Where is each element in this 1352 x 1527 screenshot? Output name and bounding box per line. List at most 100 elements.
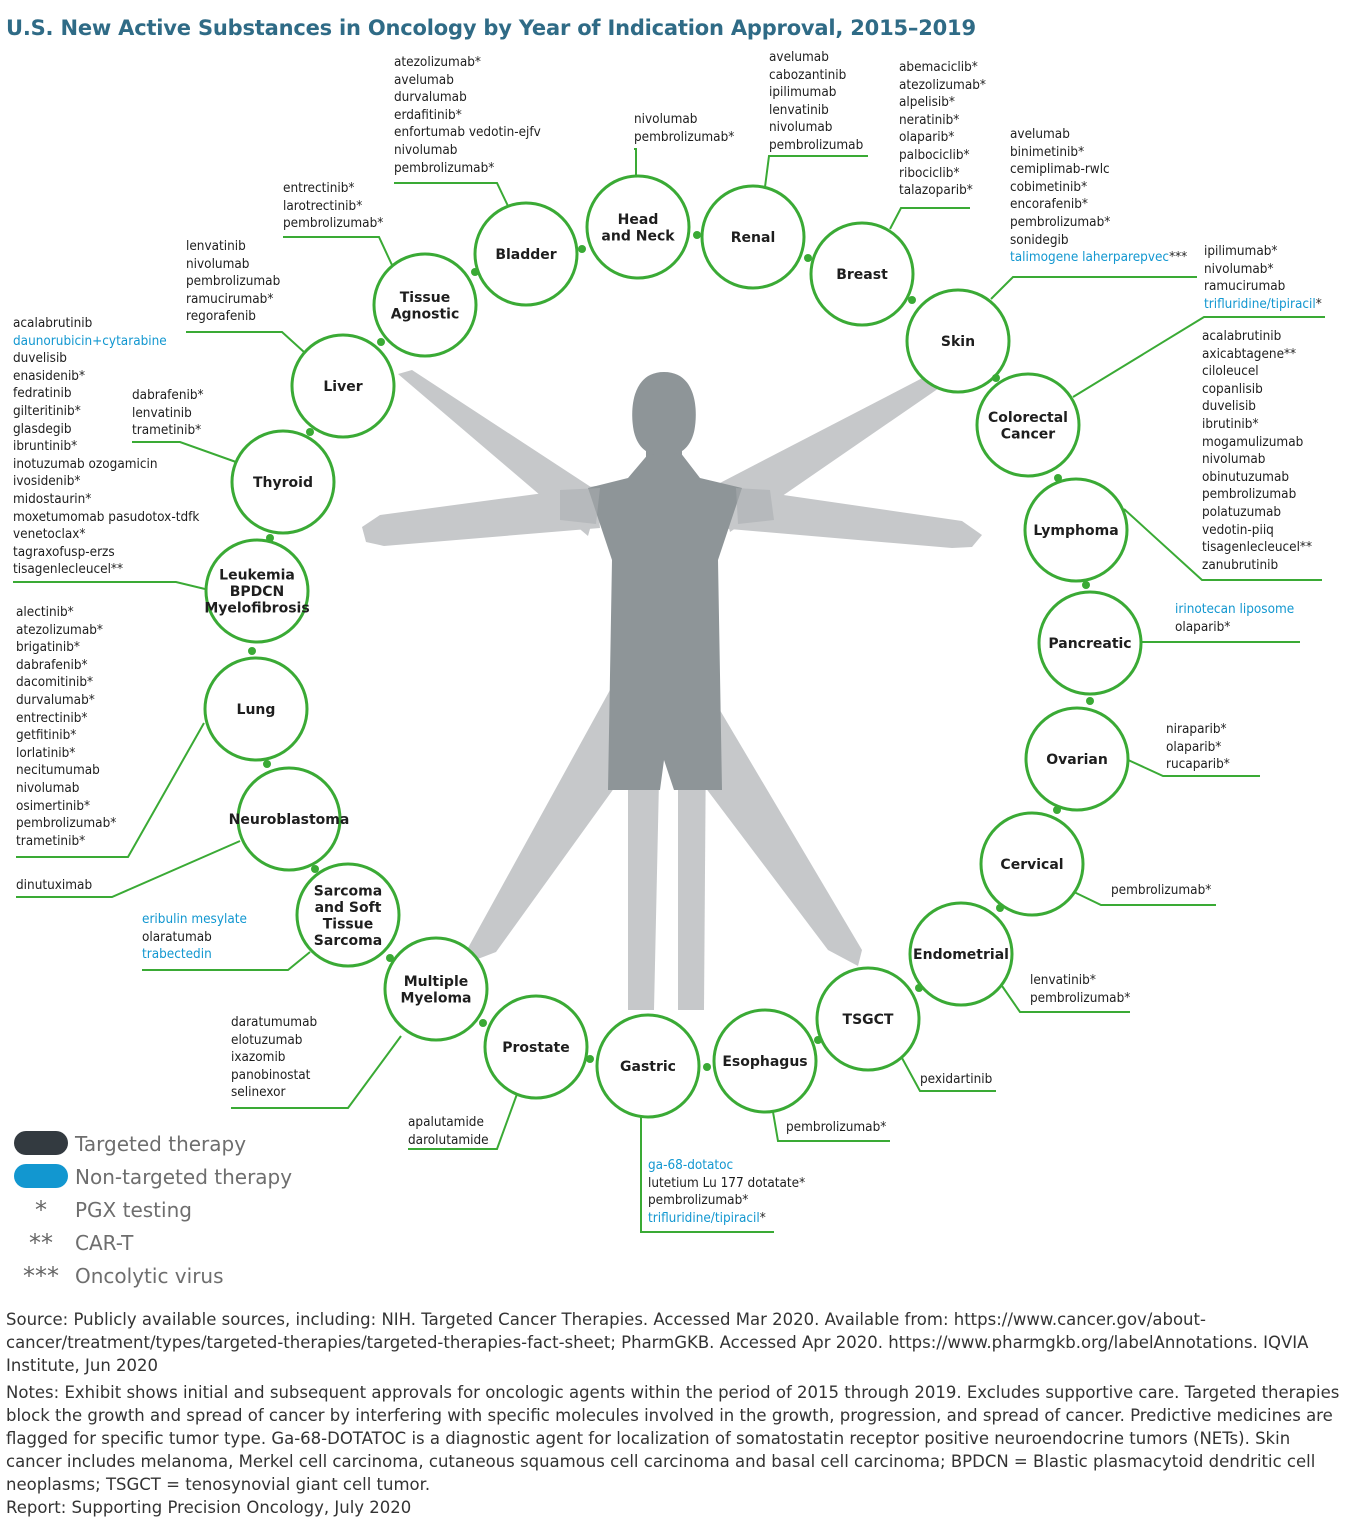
drug-item: nivolumab bbox=[394, 142, 541, 160]
drug-name-targeted: lenvatinib bbox=[186, 239, 246, 254]
drug-item: inotuzumab ozogamicin bbox=[13, 456, 199, 474]
category-circle-thyroid: Thyroid bbox=[230, 429, 336, 535]
drug-item: dabrafenib* bbox=[16, 657, 116, 675]
figure-arm-flat-right bbox=[718, 486, 982, 548]
drug-name-targeted: acalabrutinib bbox=[13, 316, 93, 331]
drug-list-neuro: dinutuximab bbox=[16, 877, 92, 895]
drug-item: trifluridine/tipiracil* bbox=[648, 1210, 805, 1228]
drug-name-targeted: larotrectinib* bbox=[283, 198, 363, 214]
figure-leg-down-right bbox=[678, 735, 706, 1010]
drug-item: olaratumab bbox=[142, 929, 247, 947]
drug-list-endometrial: lenvatinib*pembrolizumab* bbox=[1030, 972, 1130, 1007]
drug-item: pembrolizumab bbox=[769, 137, 863, 155]
drug-name-targeted: pexidartinib bbox=[920, 1072, 993, 1087]
drug-item: gilteritinib* bbox=[13, 403, 199, 421]
ring-joint-dot bbox=[908, 296, 916, 304]
drug-name-targeted: tisagenlecleucel** bbox=[1202, 540, 1313, 556]
category-circle-prostate: Prostate bbox=[483, 994, 589, 1100]
drug-name-targeted: abemaciclib* bbox=[899, 60, 978, 75]
connector-neuro bbox=[16, 840, 241, 898]
drug-name-targeted: acalabrutinib bbox=[1202, 329, 1282, 344]
category-circle-lymphoma: Lymphoma bbox=[1023, 477, 1129, 583]
drug-item: zanubrutinib bbox=[1202, 557, 1312, 575]
drug-item: olaparib* bbox=[899, 129, 986, 147]
drug-item: pexidartinib bbox=[920, 1071, 992, 1089]
drug-item: osimertinib* bbox=[16, 798, 116, 816]
ring-joint-dot bbox=[377, 338, 385, 346]
ring-joint-dot bbox=[992, 374, 1000, 382]
drug-item: ipilimumab bbox=[769, 84, 863, 102]
drug-name-targeted: lutetium Lu 177 dotatate* bbox=[648, 1175, 806, 1191]
category-circle-skin: Skin bbox=[905, 288, 1011, 394]
category-label-line: Prostate bbox=[502, 1040, 569, 1056]
drug-item: enfortumab vedotin-ejfv bbox=[394, 124, 541, 142]
drug-name-targeted: pembrolizumab* bbox=[634, 129, 735, 145]
circle-ring bbox=[383, 936, 489, 1042]
drug-name-targeted: vedotin-piiq bbox=[1202, 522, 1274, 538]
drug-item: pembrolizumab bbox=[1202, 486, 1312, 504]
drug-name-targeted: panobinostat bbox=[231, 1067, 311, 1083]
drug-item: moxetumomab pasudotox-tdfk bbox=[13, 509, 199, 527]
drug-name-targeted: moxetumomab pasudotox-tdfk bbox=[13, 509, 200, 525]
drug-item: sonidegib bbox=[1010, 232, 1187, 250]
ring-joint-dot bbox=[311, 865, 319, 873]
category-label-prostate: Prostate bbox=[502, 1040, 569, 1056]
drug-name-targeted: ipilimumab bbox=[769, 85, 837, 101]
category-label-line: Tissue bbox=[323, 916, 373, 932]
category-label-line: Cancer bbox=[1001, 426, 1055, 442]
connector-colorectal bbox=[1072, 316, 1325, 398]
drug-item: daunorubicin+cytarabine bbox=[13, 333, 199, 351]
drug-item: nivolumab bbox=[634, 111, 734, 129]
drug-marker: * bbox=[1315, 296, 1322, 312]
category-label-thyroid: Thyroid bbox=[253, 475, 313, 491]
category-label-breast: Breast bbox=[836, 267, 888, 283]
drug-name-non-targeted: trifluridine/tipiracil bbox=[648, 1210, 760, 1226]
drug-item: ixazomib bbox=[231, 1049, 317, 1067]
drug-item: alectinib* bbox=[16, 604, 116, 622]
drug-item: ibrutinib* bbox=[1202, 416, 1312, 434]
drug-item: vedotin-piiq bbox=[1202, 522, 1312, 540]
drug-item: ibruntinib* bbox=[13, 438, 199, 456]
category-label-line: Agnostic bbox=[391, 306, 460, 322]
drug-name-targeted: duvelisib bbox=[1202, 399, 1256, 415]
category-label-line: Myelofibrosis bbox=[204, 601, 309, 617]
category-label-skin: Skin bbox=[941, 334, 975, 350]
drug-item: pembrolizumab* bbox=[394, 160, 541, 178]
drug-item: cobimetinib* bbox=[1010, 179, 1187, 197]
drug-name-targeted: pembrolizumab* bbox=[1111, 883, 1212, 898]
category-circle-cervical: Cervical bbox=[979, 811, 1085, 917]
drug-item: olaparib* bbox=[1166, 739, 1230, 757]
circle-ring bbox=[204, 538, 310, 644]
drug-item: niraparib* bbox=[1166, 721, 1230, 739]
drug-item: nivolumab bbox=[186, 256, 280, 274]
category-label-line: Renal bbox=[731, 230, 776, 246]
ring-joint-dot bbox=[693, 231, 701, 239]
category-label-esophagus: Esophagus bbox=[722, 1054, 807, 1070]
drug-item: alpelisib* bbox=[899, 94, 986, 112]
drug-item: pembrolizumab* bbox=[1010, 214, 1187, 232]
drug-item: fedratinib bbox=[13, 385, 199, 403]
drug-name-targeted: binimetinib* bbox=[1010, 144, 1085, 160]
category-circle-esophagus: Esophagus bbox=[712, 1008, 818, 1114]
ring-joint-dot bbox=[915, 984, 923, 992]
drug-name-targeted: trametinib* bbox=[132, 423, 202, 439]
legend-label: Non-targeted therapy bbox=[75, 1165, 293, 1189]
drug-item: trametinib* bbox=[16, 833, 116, 851]
drug-name-targeted: axicabtagene** bbox=[1202, 346, 1297, 362]
drug-item: venetoclax* bbox=[13, 526, 199, 544]
category-label-line: Colorectal bbox=[988, 410, 1068, 426]
drug-name-targeted: tisagenlecleucel** bbox=[13, 562, 124, 578]
drug-item: copanlisib bbox=[1202, 381, 1312, 399]
drug-name-targeted: dabrafenib* bbox=[132, 388, 204, 403]
category-label-pancreatic: Pancreatic bbox=[1048, 636, 1131, 652]
drug-item: selinexor bbox=[231, 1084, 317, 1102]
drug-list-esophagus: pembrolizumab* bbox=[786, 1119, 886, 1137]
category-label-line: Breast bbox=[836, 267, 888, 283]
drug-name-targeted: trametinib* bbox=[16, 833, 86, 849]
drug-item: midostaurin* bbox=[13, 491, 199, 509]
drug-name-targeted: ribociclib* bbox=[899, 165, 960, 181]
